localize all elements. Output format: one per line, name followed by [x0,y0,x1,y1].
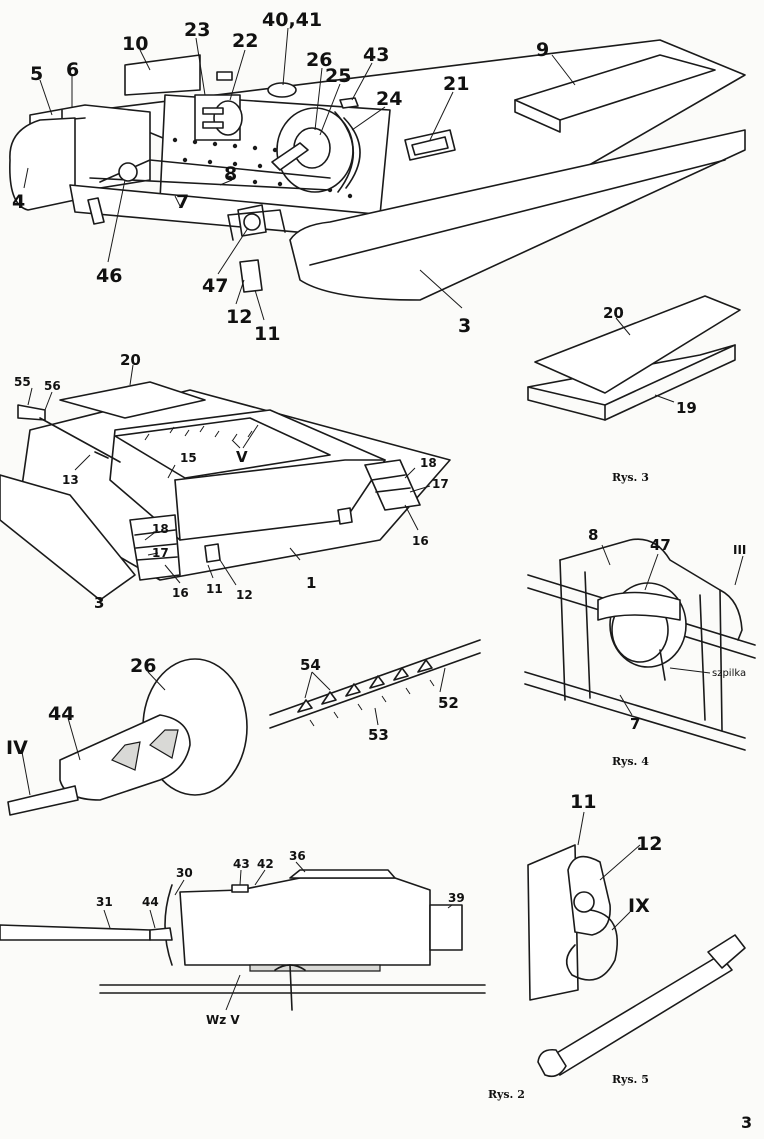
label-9: 9 [536,39,549,61]
label-54: 54 [300,656,321,674]
label-26-gun: 26 [130,655,156,677]
label-15: 15 [180,451,197,465]
page-number: 3 [741,1113,752,1132]
label-11-rear: 11 [206,582,223,596]
label-1: 1 [306,574,316,592]
rys4-headlight-drawing: 8 47 III 7 szpilka Rys. 4 [524,526,756,768]
caption-rys4: Rys. 4 [612,755,649,768]
label-16-left: 16 [172,586,189,600]
note-szpilka: szpilka [712,668,746,679]
label-47: 47 [202,275,228,297]
label-wz-v: Wz V [206,1013,240,1027]
label-19: 19 [676,399,697,417]
label-11-rys5: 11 [570,791,596,813]
label-44-section: 44 [142,895,159,909]
label-47-rys4: 47 [650,536,671,554]
label-5: 5 [30,63,43,85]
label-56: 56 [44,379,61,393]
label-23: 23 [184,19,210,41]
caption-rys3: Rys. 3 [612,471,649,484]
label-IV: IV [6,737,28,759]
label-III: III [733,543,746,557]
label-18-right: 18 [420,456,437,470]
label-17-right: 17 [432,477,449,491]
label-11: 11 [254,323,280,345]
label-42: 42 [257,857,274,871]
label-25: 25 [325,65,351,87]
label-3: 3 [458,315,471,337]
label-21: 21 [443,73,469,95]
track-guard-drawing: 54 52 53 [269,639,481,744]
label-43-section: 43 [233,857,250,871]
label-IX: IX [628,895,650,917]
label-22: 22 [232,30,258,52]
label-12-rear: 12 [236,588,253,602]
label-3-rear: 3 [94,594,104,612]
label-4: 4 [12,191,25,213]
gun-mantlet-drawing: 26 44 IV [6,655,248,816]
label-36: 36 [289,849,306,863]
label-53: 53 [368,726,389,744]
rys3-plate-drawing: 20 19 Rys. 3 [527,295,741,484]
label-31: 31 [96,895,113,909]
label-8-rys4: 8 [588,526,598,544]
label-20: 20 [120,351,141,369]
label-20-rys3: 20 [603,304,624,322]
label-30: 30 [176,866,193,880]
label-6: 6 [66,59,79,81]
label-55: 55 [14,375,31,389]
label-16-right: 16 [412,534,429,548]
label-43: 43 [363,44,389,66]
label-24: 24 [376,88,402,110]
label-13: 13 [62,473,79,487]
label-8: 8 [224,163,237,185]
caption-rys2: Rys. 2 [488,1088,525,1101]
label-17-left: 17 [152,546,169,560]
label-7-rys4: 7 [630,715,640,733]
label-46: 46 [96,265,122,287]
label-10: 10 [122,33,148,55]
rys5-tow-hook-drawing: 11 12 IX Rys. 5 [527,791,746,1086]
rys2-section-drawing: 43 42 36 30 31 44 39 Wz V Rys. 2 [0,849,525,1101]
label-18-left: 18 [152,522,169,536]
label-39: 39 [448,891,465,905]
label-40-41: 40,41 [262,9,322,31]
label-V: V [236,448,248,466]
caption-rys5: Rys. 5 [612,1073,649,1086]
hull-rear-drawing: 20 55 56 13 15 V 18 17 16 18 17 3 16 11 … [0,351,451,612]
label-12: 12 [226,306,252,328]
hull-front-drawing: 10 23 22 40,41 26 25 43 24 21 9 5 6 4 8 … [9,9,746,345]
label-12-rys5: 12 [636,833,662,855]
label-44-gun: 44 [48,703,74,725]
label-26: 26 [306,49,332,71]
label-7: 7 [176,191,189,213]
label-52: 52 [438,694,459,712]
